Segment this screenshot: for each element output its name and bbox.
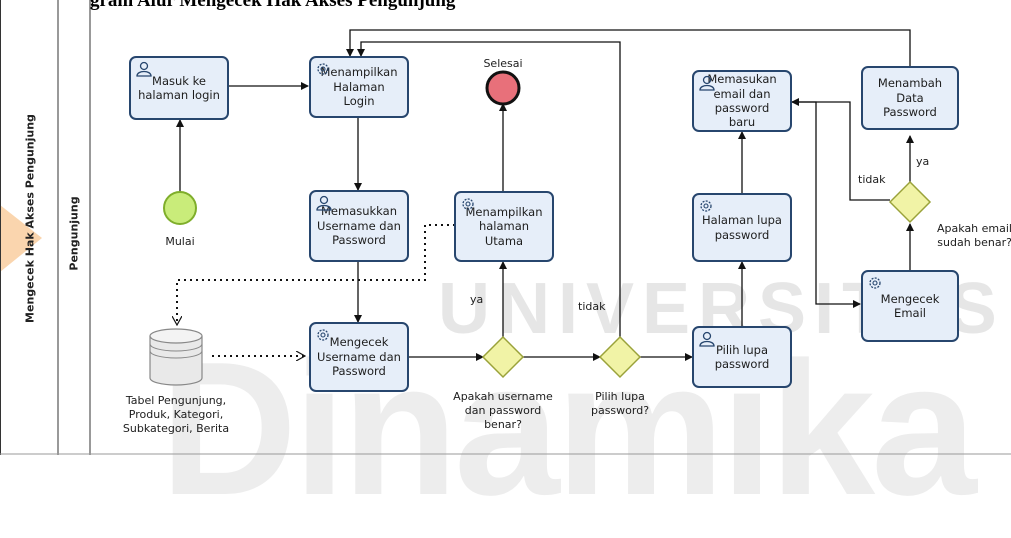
task-menampilkan-utama: Menampilkan halaman Utama <box>454 191 554 262</box>
flow-gateway3-tidak <box>791 98 890 201</box>
task-label: Memasukan email dan password baru <box>707 72 777 130</box>
flow-label-tidak: tidak <box>578 300 606 313</box>
task-label: Menampilkan Halaman Login <box>320 65 398 109</box>
task-masuk-login: Masuk ke halaman login <box>129 56 229 120</box>
task-label: Menampilkan halaman Utama <box>465 204 543 248</box>
task-memasukkan-username: Memasukkan Username dan Password <box>309 190 409 262</box>
gear-icon <box>317 329 329 341</box>
flow-label-tidak: tidak <box>858 173 886 186</box>
gateway-email-label: Apakah email sudah benar? <box>937 222 1011 249</box>
user-task-icon <box>699 331 715 347</box>
task-label: Halaman lupa password <box>702 213 782 242</box>
watermark-triangle <box>0 205 42 272</box>
gateway-pilih-lupa <box>598 335 642 379</box>
flow-label-ya: ya <box>916 155 930 168</box>
data-store-label: Tabel Pengunjung, Produk, Kategori, Subk… <box>122 394 230 435</box>
data-associations <box>177 224 455 356</box>
start-event-label: Mulai <box>165 235 195 248</box>
gear-icon <box>317 63 329 75</box>
end-event-label: Selesai <box>483 57 523 70</box>
user-task-icon <box>699 75 715 91</box>
gear-icon <box>869 277 881 289</box>
task-label: Menambah Data Password <box>877 76 943 120</box>
gateway-username-check <box>481 335 525 379</box>
flow-label-ya: ya <box>470 293 484 306</box>
user-task-icon <box>316 195 332 211</box>
gear-icon <box>700 200 712 212</box>
end-event <box>485 70 521 106</box>
task-menambah-data: Menambah Data Password <box>861 66 959 130</box>
pool-border <box>0 0 1011 455</box>
start-event <box>163 191 197 225</box>
task-label: Pilih lupa password <box>714 342 770 371</box>
task-memasukan-email: Memasukan email dan password baru <box>692 70 792 132</box>
flow-menambah-to-login <box>346 29 911 66</box>
task-pilih-lupa: Pilih lupa password <box>692 326 792 388</box>
task-mengecek-username: Mengecek Username dan Password <box>309 322 409 392</box>
task-label: Memasukkan Username dan Password <box>317 204 401 248</box>
gateway-email-check <box>888 180 932 224</box>
gear-icon <box>462 198 474 210</box>
gateway-pilih-lupa-label: Pilih lupa password? <box>590 390 650 417</box>
lane-label: Pengunjung <box>67 196 81 271</box>
task-halaman-lupa: Halaman lupa password <box>692 193 792 262</box>
diagram-svg <box>0 0 1011 455</box>
flow-gateway2-tidak <box>357 41 621 337</box>
task-mengecek-email: Mengecek Email <box>861 270 959 342</box>
data-store-icon <box>149 328 203 386</box>
user-task-icon <box>136 61 152 77</box>
page-title-fragment: gram Alur Mengecek Hak Akses Pengunjung <box>90 0 456 11</box>
pool-label: Mengecek Hak Akses Pengunjung <box>23 114 37 323</box>
task-label: Mengecek Username dan Password <box>317 335 401 379</box>
task-label: Masuk ke halaman login <box>138 73 220 102</box>
gateway-username-label: Apakah username dan password benar? <box>453 390 553 431</box>
sequence-flows <box>176 29 914 361</box>
task-menampilkan-login: Menampilkan Halaman Login <box>309 56 409 118</box>
assoc-utama-to-store <box>177 224 455 325</box>
task-label: Mengecek Email <box>880 291 940 320</box>
